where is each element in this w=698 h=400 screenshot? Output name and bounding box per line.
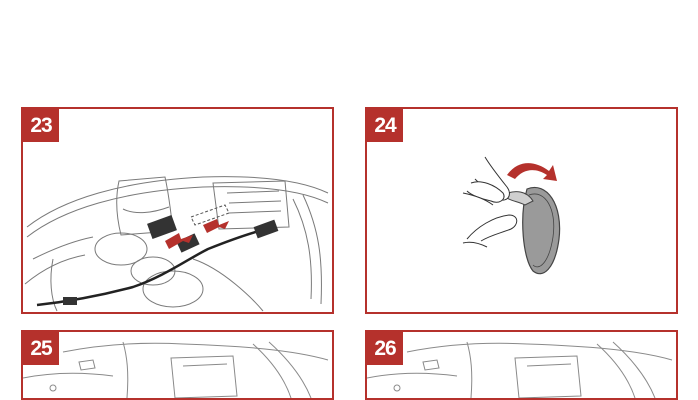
step-number-badge: 26: [367, 332, 403, 365]
step-26-panel: 26: [365, 330, 678, 400]
step-24-panel: 24: [365, 107, 678, 314]
helmet-interior-illustration: [23, 332, 332, 398]
helmet-interior-illustration: [367, 332, 676, 398]
helmet-cable-illustration: [23, 109, 332, 312]
step-number-badge: 25: [23, 332, 59, 365]
step-25-panel: 25: [21, 330, 334, 400]
peel-adhesive-illustration: [367, 109, 676, 312]
step-number-badge: 23: [23, 109, 59, 142]
step-23-panel: 23: [21, 107, 334, 314]
step-number-badge: 24: [367, 109, 403, 142]
